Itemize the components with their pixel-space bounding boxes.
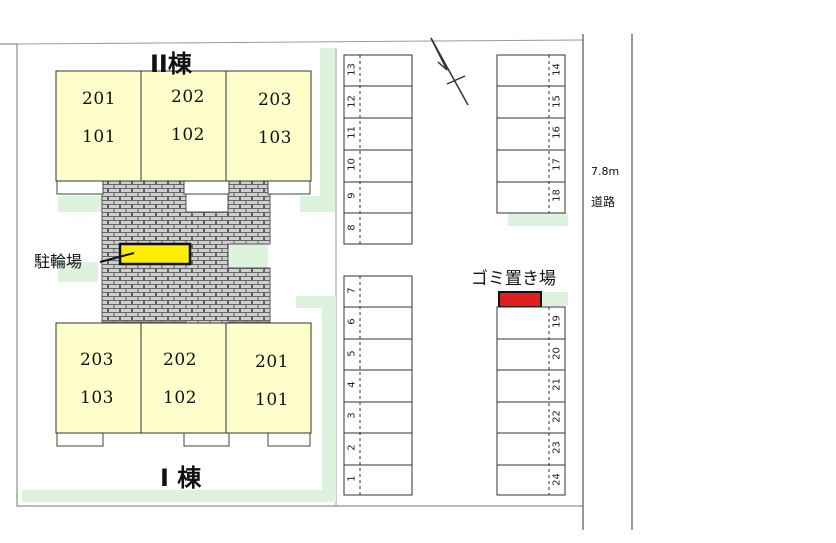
unit-south-3-upper: 201 bbox=[255, 352, 289, 372]
building-north-title: II棟 bbox=[150, 50, 192, 78]
unit-south-3-lower: 101 bbox=[255, 390, 289, 410]
parking-stall-number-2: 2 bbox=[346, 443, 358, 451]
north-arrow-icon bbox=[430, 37, 469, 106]
bicycle-rack bbox=[118, 242, 192, 266]
lot-boundary bbox=[0, 43, 583, 507]
building-north bbox=[55, 70, 312, 195]
unit-south-2-upper: 202 bbox=[163, 350, 197, 370]
unit-north-3-lower: 103 bbox=[258, 128, 292, 148]
parking-stall-number-6: 6 bbox=[346, 318, 358, 325]
parking-stall-number-7: 7 bbox=[346, 287, 358, 294]
parking-stall-number-8: 8 bbox=[346, 223, 358, 231]
unit-south-1-lower: 103 bbox=[80, 388, 114, 408]
lot-boundary-top bbox=[16, 39, 584, 45]
building-south bbox=[55, 322, 312, 447]
parking-stall-number-1: 1 bbox=[346, 475, 358, 482]
road-label: 道路 bbox=[591, 195, 616, 209]
road-width-label: 7.8m bbox=[591, 165, 620, 178]
parking-stall-number-3: 3 bbox=[346, 412, 358, 419]
garbage-area bbox=[498, 291, 542, 308]
parking-stall-number-14: 14 bbox=[551, 63, 563, 76]
parking-stall-number-17: 17 bbox=[551, 157, 563, 171]
garbage-area-label: ゴミ置き場 bbox=[471, 269, 556, 289]
building-south-title: I 棟 bbox=[160, 464, 202, 492]
parking-stall-number-10: 10 bbox=[346, 157, 358, 171]
parking-stall-number-21: 21 bbox=[551, 378, 563, 391]
parking-stall-number-22: 22 bbox=[551, 409, 563, 423]
parking-right-upper bbox=[496, 54, 566, 214]
parking-left-upper bbox=[343, 54, 413, 245]
unit-north-3-upper: 203 bbox=[258, 90, 292, 110]
unit-north-1-lower: 101 bbox=[82, 127, 116, 147]
parking-stall-number-13: 13 bbox=[346, 63, 358, 76]
lawn-areas bbox=[22, 48, 568, 502]
unit-north-2-upper: 202 bbox=[171, 87, 205, 107]
parking-stall-number-12: 12 bbox=[346, 94, 358, 108]
parking-stall-number-23: 23 bbox=[551, 441, 563, 454]
unit-south-2-lower: 102 bbox=[163, 388, 197, 408]
parking-stall-number-11: 11 bbox=[346, 126, 358, 139]
bicycle-leader-line bbox=[99, 252, 135, 263]
parking-left-lower bbox=[343, 275, 413, 496]
unit-south-1-upper: 203 bbox=[80, 350, 114, 370]
parking-stall-number-15: 15 bbox=[551, 94, 563, 108]
parking-stall-number-20: 20 bbox=[551, 346, 563, 360]
parking-stall-number-16: 16 bbox=[551, 126, 563, 139]
unit-north-2-lower: 102 bbox=[171, 125, 205, 145]
unit-north-1-upper: 201 bbox=[82, 89, 116, 109]
parking-stall-number-19: 19 bbox=[551, 315, 563, 328]
bicycle-parking-label: 駐輪場 bbox=[34, 252, 83, 271]
parking-stall-number-18: 18 bbox=[551, 189, 563, 202]
parking-stall-number-24: 24 bbox=[551, 472, 563, 486]
parking-stall-number-5: 5 bbox=[346, 349, 358, 357]
parking-stall-number-9: 9 bbox=[346, 192, 358, 199]
parking-stall-number-4: 4 bbox=[346, 381, 358, 388]
parking-right-lower bbox=[496, 306, 566, 496]
